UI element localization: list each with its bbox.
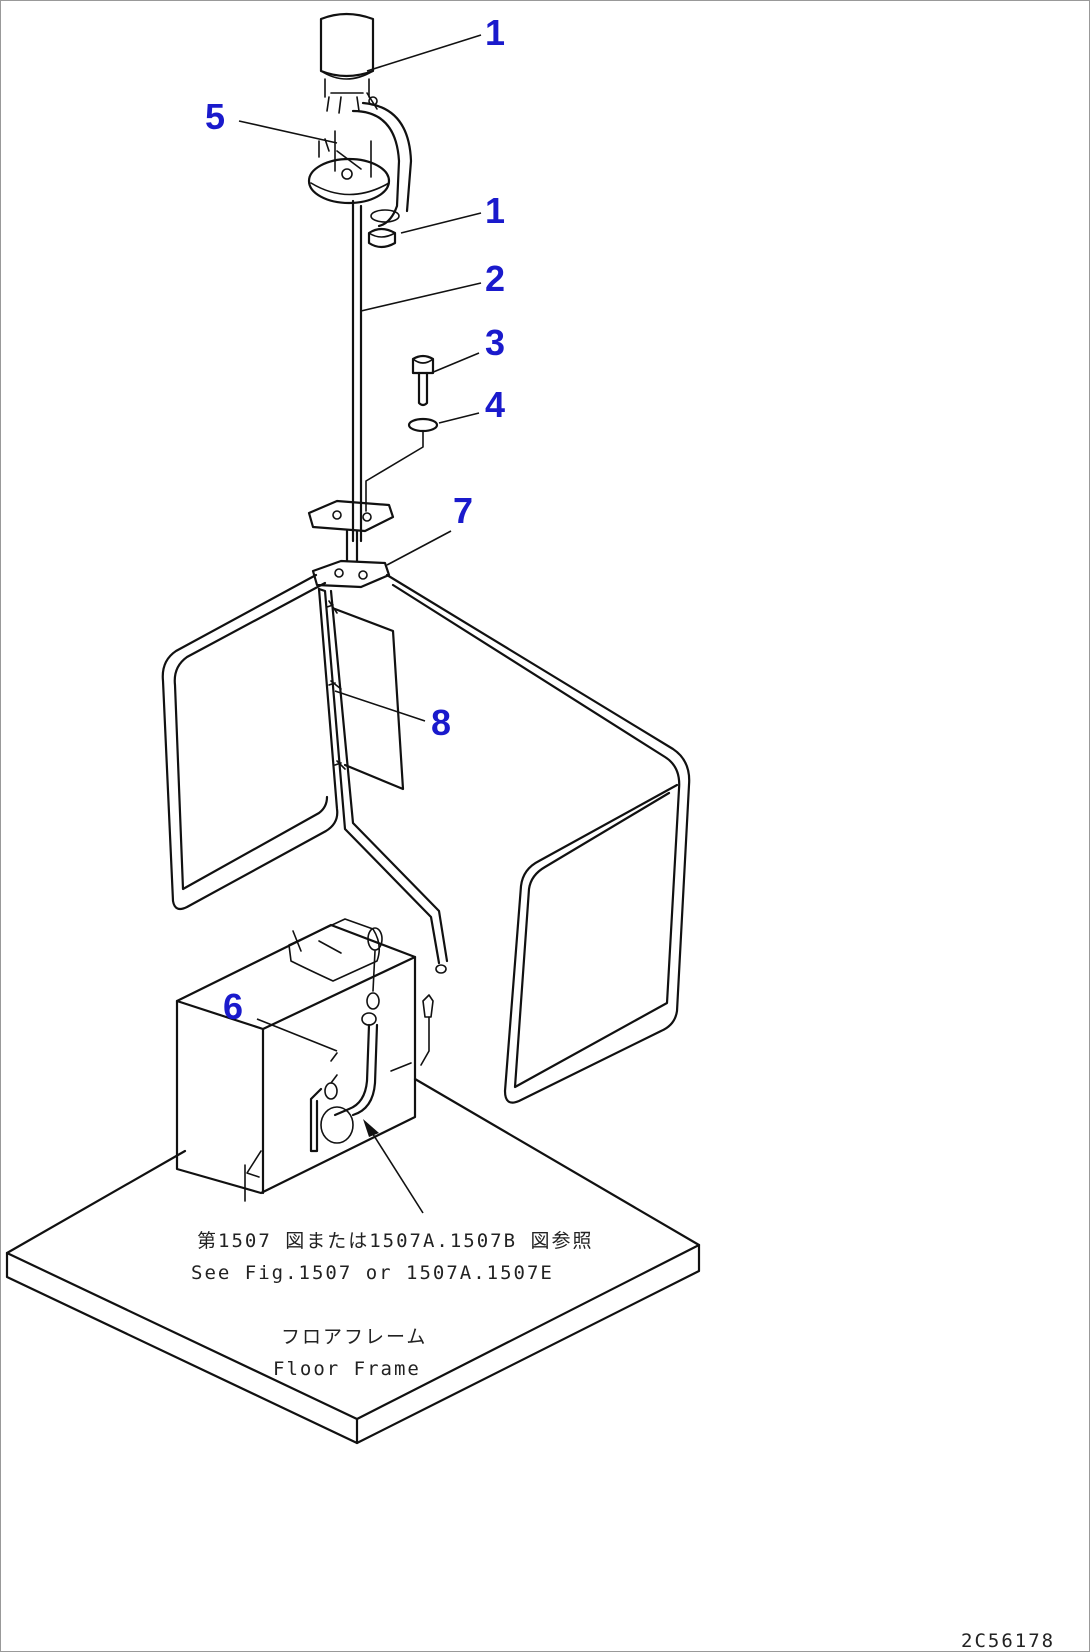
callout-3-bolt: 3 — [485, 322, 505, 363]
cable-clamps — [326, 600, 405, 791]
callout-4-washer: 4 — [485, 384, 505, 425]
floor-frame — [5, 1077, 701, 1445]
callout-1-lamp: 1 — [485, 12, 505, 53]
callout-1-nut: 1 — [485, 190, 505, 231]
see-fig-note-en: See Fig.1507 or 1507A.1507E — [191, 1262, 554, 1284]
switch-box — [175, 918, 434, 1202]
leader-lines — [238, 34, 482, 1052]
mount-plate-upper — [307, 499, 395, 563]
callout-6-switch: 6 — [223, 986, 243, 1027]
callout-2-pole: 2 — [485, 258, 505, 299]
callout-7-plate: 7 — [453, 490, 473, 531]
floor-frame-label-en: Floor Frame — [273, 1358, 421, 1380]
bolt — [411, 354, 435, 407]
beacon-lamp — [319, 12, 378, 114]
washer — [365, 417, 439, 512]
callout-5-bracket: 5 — [205, 96, 225, 137]
callout-8-clamp: 8 — [431, 702, 451, 743]
cab-frame — [161, 573, 691, 1104]
floor-frame-label-jp: フロアフレーム — [281, 1326, 427, 1348]
figure-id: 2C56178 — [961, 1630, 1055, 1652]
see-fig-note-jp: 第1507 図または1507A.1507B 図参照 — [197, 1230, 593, 1252]
pole — [351, 199, 363, 543]
note-arrow — [363, 1119, 424, 1214]
washer-nut — [367, 209, 400, 249]
